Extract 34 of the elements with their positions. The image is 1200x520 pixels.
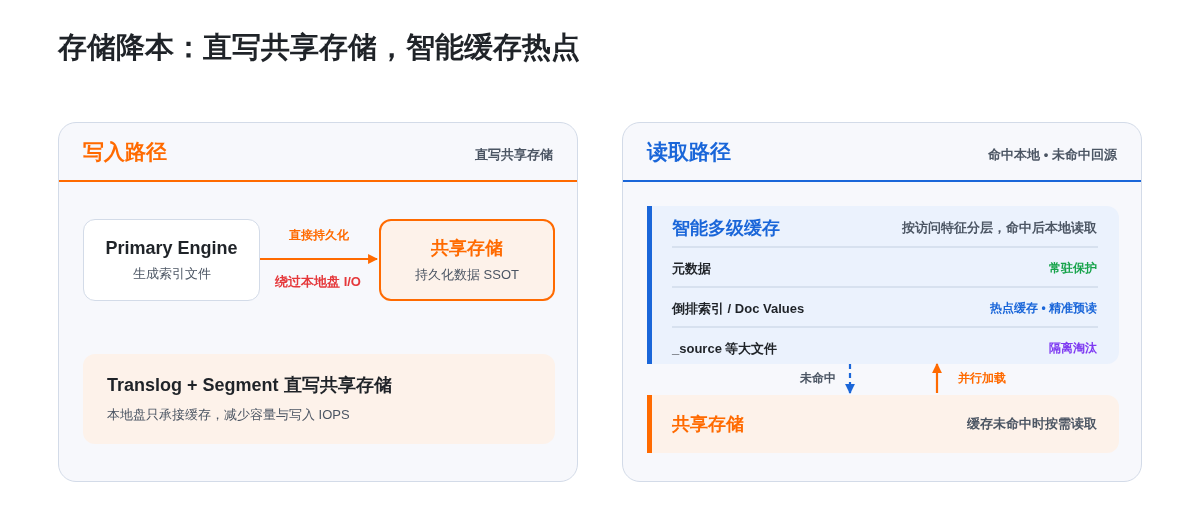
box-subtitle: 持久化数据 SSOT <box>415 266 519 284</box>
process-box <box>83 219 260 301</box>
arrow <box>260 254 378 264</box>
edge-label: 直接持久化 <box>288 227 349 244</box>
box-title: 共享存储 <box>431 237 503 260</box>
panel-subtitle: 直写共享存储 <box>475 146 553 164</box>
panel-heading: 写入路径 <box>83 139 167 165</box>
title: 存储降本：直写共享存储，智能缓存热点 <box>58 30 580 65</box>
tier-subtitle: 缓存未命中时按需读取 <box>967 415 1097 433</box>
panel-subtitle: 命中本地 • 未命中回源 <box>988 146 1117 164</box>
row-tag: 热点缓存 • 精准预读 <box>990 300 1097 317</box>
row-tag: 隔离淘汰 <box>1049 340 1097 357</box>
row-label: _source 等大文件 <box>672 340 778 358</box>
note-heading: Translog + Segment 直写共享存储 <box>107 374 392 397</box>
panel-card <box>58 122 578 482</box>
row-tag: 常驻保护 <box>1049 260 1097 277</box>
tier-heading: 共享存储 <box>672 413 744 436</box>
panel-card <box>622 122 1142 482</box>
edge-label: 未命中 <box>800 369 836 387</box>
edge-note: 绕过本地盘 I/O <box>275 273 361 291</box>
storage-box <box>379 219 555 301</box>
panel-heading: 读取路径 <box>647 139 731 165</box>
tier-card <box>647 395 1119 453</box>
note-text: 本地盘只承接缓存，减少容量与写入 IOPS <box>107 406 350 424</box>
edge-label: 并行加载 <box>958 369 1006 387</box>
box-subtitle: 生成索引文件 <box>132 264 211 283</box>
arrow <box>845 364 855 394</box>
box-title: Primary Engine <box>105 237 238 259</box>
arrow <box>932 363 942 393</box>
tier-card <box>647 206 1119 364</box>
row-label: 倒排索引 / Doc Values <box>672 300 805 318</box>
tier-heading: 智能多级缓存 <box>672 217 780 240</box>
row-label: 元数据 <box>672 260 711 278</box>
tier-subtitle: 按访问特征分层，命中后本地读取 <box>902 219 1097 237</box>
